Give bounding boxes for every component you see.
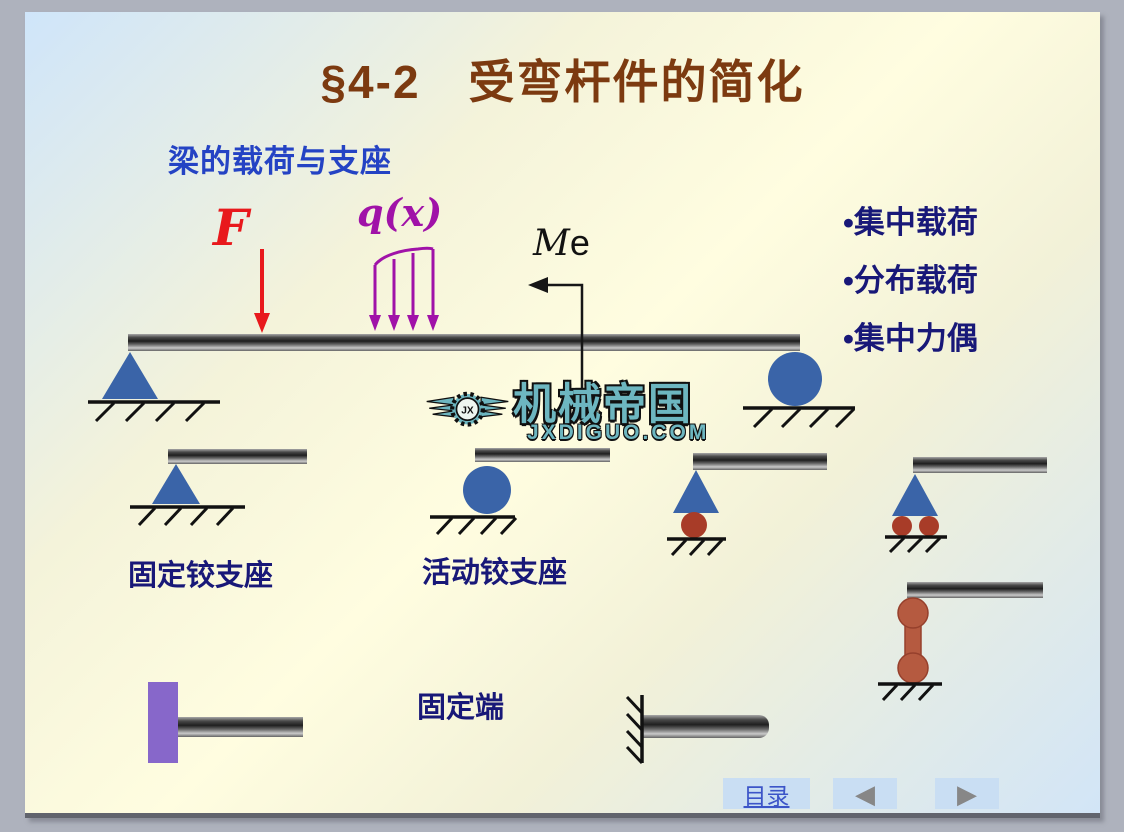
roller-wheel xyxy=(892,516,912,536)
watermark-initials: JX xyxy=(461,405,474,416)
load-type-bullet: •集中载荷 xyxy=(843,205,978,240)
beam xyxy=(475,448,610,462)
toc-button-label: 目录 xyxy=(743,782,790,809)
roller-wheel xyxy=(681,512,707,538)
roller-diagram xyxy=(430,448,610,536)
hatched-ground xyxy=(885,535,947,554)
triangle-roller-diagram xyxy=(667,453,827,557)
load-type-bullet: •分布载荷 xyxy=(843,263,978,298)
next-button[interactable]: ▶ xyxy=(935,778,999,809)
double-roller-diagram xyxy=(885,457,1047,554)
fixed-hinge-label: 固定铰支座 xyxy=(128,560,274,592)
distributed-load-arrows xyxy=(369,246,439,331)
beam xyxy=(913,457,1047,473)
link-support-diagram xyxy=(878,582,1043,702)
roller-label: 活动铰支座 xyxy=(422,557,568,589)
watermark-site: JXDIGUO.COM xyxy=(527,421,710,444)
moment-label-e: e xyxy=(569,222,590,263)
cantilever-beam xyxy=(178,717,303,737)
link-pin xyxy=(897,652,929,684)
fixed-end-label: 固定端 xyxy=(417,692,505,724)
main-beam-diagram xyxy=(88,246,856,429)
force-label: F xyxy=(213,198,249,257)
hatched-ground xyxy=(88,400,220,423)
roller-support xyxy=(743,352,856,429)
watermark: JX 机械帝国 JXDIGUO.COM xyxy=(425,374,725,459)
force-arrow xyxy=(254,249,270,333)
beam xyxy=(907,582,1043,598)
load-type-list: •集中载荷 •分布载荷 •集中力偶 xyxy=(843,194,1063,368)
roller-circle xyxy=(463,466,511,514)
hatched-wall xyxy=(625,695,644,765)
hatched-ground xyxy=(743,406,856,429)
watermark-logo-icon: JX xyxy=(426,391,509,427)
distributed-load-label: q(x) xyxy=(357,190,443,235)
roller-wheel xyxy=(919,516,939,536)
pin-support xyxy=(88,352,220,423)
support-triangle xyxy=(892,474,938,516)
hatched-ground xyxy=(430,515,518,536)
toc-button[interactable]: 目录 xyxy=(723,778,810,809)
beam xyxy=(642,715,769,738)
hatched-ground xyxy=(130,505,245,527)
moment-label: Me xyxy=(533,222,590,264)
fixed-hinge-diagram xyxy=(130,449,307,527)
fixed-end-wall xyxy=(148,682,178,763)
support-triangle xyxy=(673,470,719,513)
beam xyxy=(693,453,827,470)
prev-arrow-icon: ◀ xyxy=(855,778,875,809)
hatched-ground xyxy=(878,682,942,702)
prev-button[interactable]: ◀ xyxy=(833,778,897,809)
main-beam xyxy=(128,334,800,351)
link-pin xyxy=(897,597,929,629)
pin-support-triangle xyxy=(152,464,200,504)
beam-root xyxy=(642,715,662,738)
fixed-end-diagram xyxy=(625,695,769,765)
presentation-slide: §4-2 受弯杆件的简化 梁的载荷与支座 xyxy=(25,12,1100,818)
hatched-ground xyxy=(667,537,726,557)
section-subtitle: 梁的载荷与支座 xyxy=(168,144,392,179)
beam xyxy=(168,449,307,464)
next-arrow-icon: ▶ xyxy=(957,778,977,809)
page-title: §4-2 受弯杆件的简化 xyxy=(320,56,805,108)
moment-label-m: M xyxy=(533,223,570,264)
watermark-brand: 机械帝国 xyxy=(513,381,693,429)
load-type-bullet: •集中力偶 xyxy=(843,321,978,356)
moment-arrow xyxy=(528,277,584,390)
